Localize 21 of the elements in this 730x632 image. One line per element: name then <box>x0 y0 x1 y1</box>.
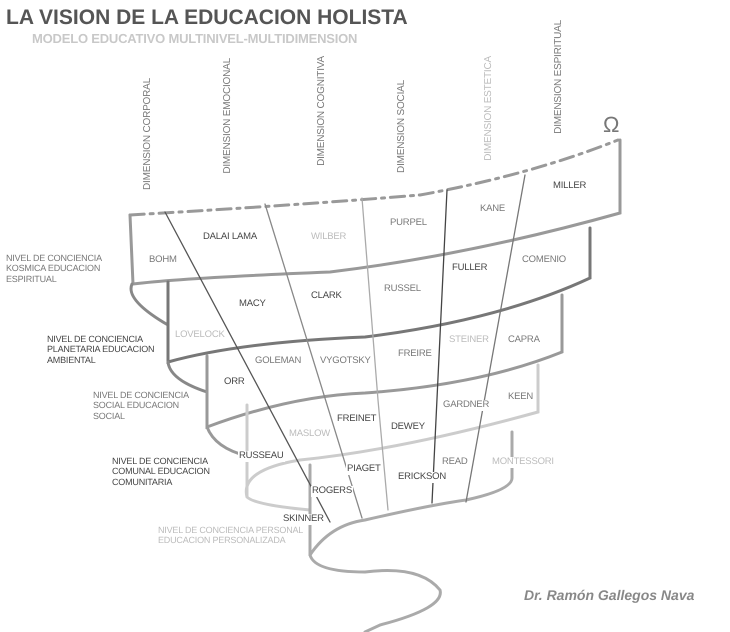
dimension-label: DIMENSION COGNITIVA <box>316 56 328 166</box>
author-name: ROGERS <box>311 486 353 497</box>
author-credit: Dr. Ramón Gallegos Nava <box>524 587 694 603</box>
author-name: ERICKSON <box>397 472 448 483</box>
dimension-label: DIMENSION ESTETICA <box>483 56 494 161</box>
dimension-label: DIMENSION SOCIAL <box>396 80 408 173</box>
title: LA VISION DE LA EDUCACION HOLISTA <box>6 6 408 30</box>
author-name: MONTESSORI <box>491 457 555 468</box>
level-label: NIVEL DE CONCIENCIA PLANETARIA EDUCACION AMBIENTAL <box>47 334 156 366</box>
author-name: RUSSEAU <box>238 451 285 462</box>
dimension-label: DIMENSION EMOCIONAL <box>222 58 234 174</box>
dimension-label: DIMENSION CORPORAL <box>142 78 154 190</box>
omega-symbol: Ω <box>603 112 620 138</box>
author-name: PIAGET <box>346 464 382 475</box>
level-label: NIVEL DE CONCIENCIA PERSONAL EDUCACION PERSONALIZADA <box>158 525 304 546</box>
author-name: GARDNER <box>442 400 490 411</box>
level-label: NIVEL DE CONCIENCIA COMUNAL EDUCACION COMUNITARIA <box>112 456 211 488</box>
level-label: NIVEL DE CONCIENCIA SOCIAL EDUCACION SOCIAL <box>93 390 190 422</box>
author-name: SKINNER <box>282 514 325 525</box>
level-label: NIVEL DE CONCIENCIA KOSMICA EDUCACION ESPIRITUAL <box>6 253 103 284</box>
dimension-label: DIMENSION ESPIRITUAL <box>553 20 564 134</box>
